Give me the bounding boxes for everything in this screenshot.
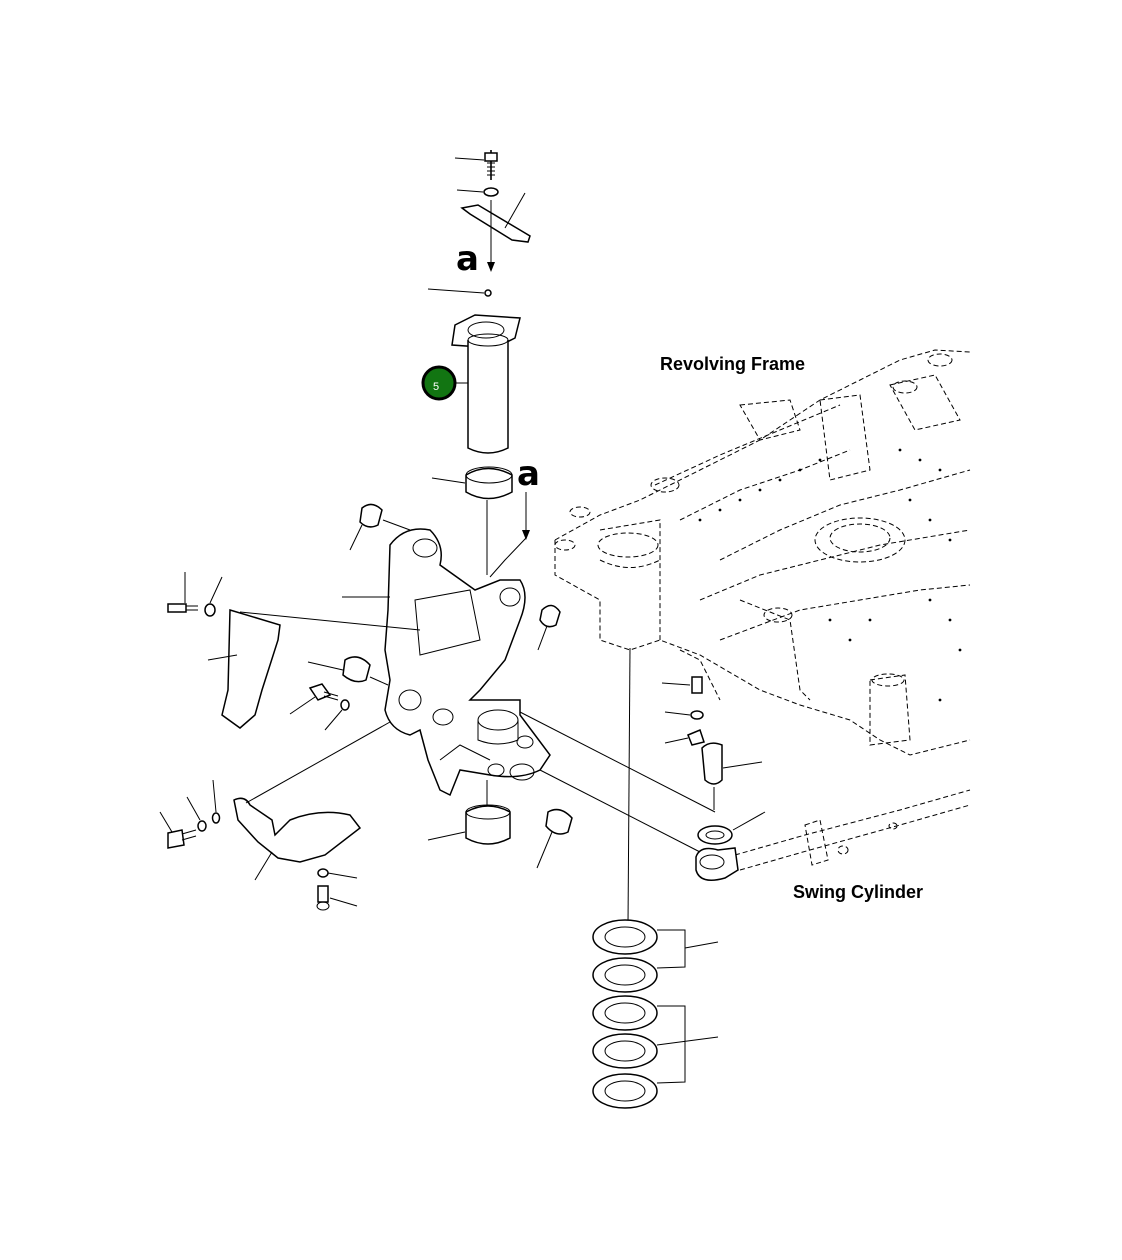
revolving-frame-drawing [554,349,971,756]
swing-cylinder-label: Swing Cylinder [793,882,923,902]
reference-a-top-label: a [456,239,479,279]
lower-hardware [427,604,766,926]
pin-assembly [427,150,531,578]
callout-5[interactable]: 5 [421,365,457,401]
left-hardware [159,503,421,911]
callout-5-marker[interactable] [421,365,457,401]
callout-5-number: 5 [433,381,439,393]
swing-cylinder-drawing [695,789,971,881]
shim-stack [592,919,719,1109]
swing-bracket [384,528,551,815]
revolving-frame-label: Revolving Frame [660,354,805,374]
reference-a-right-label: a [517,454,540,494]
